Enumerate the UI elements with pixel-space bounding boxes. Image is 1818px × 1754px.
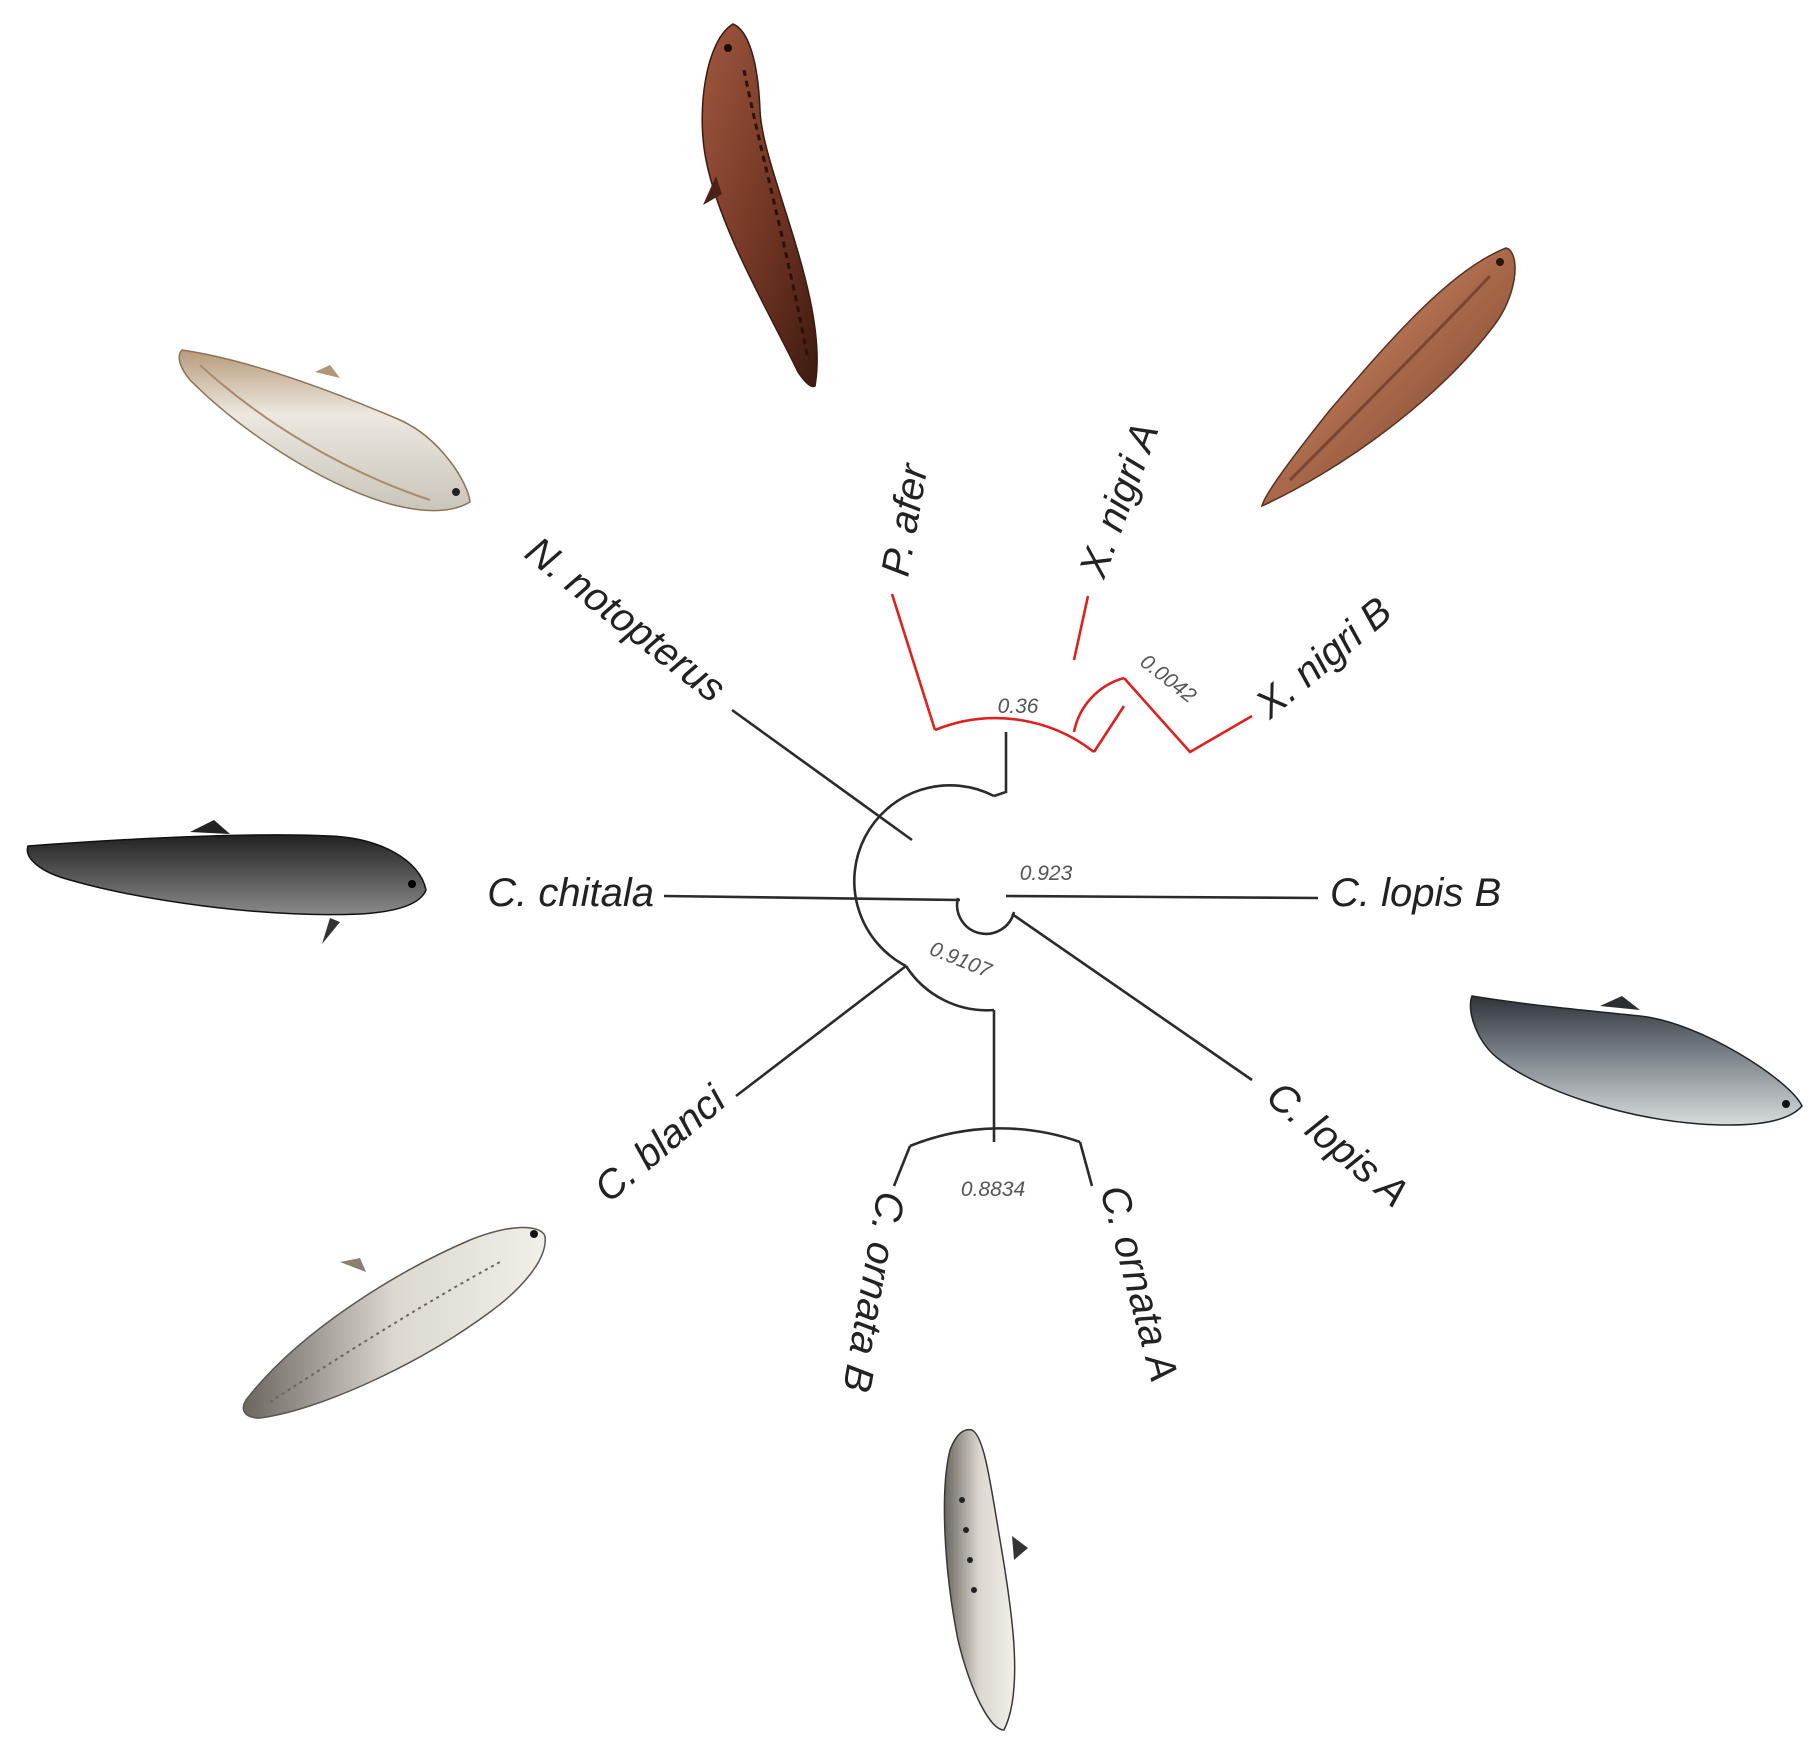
taxon-label-x-nigri-a: X. nigri A xyxy=(1071,417,1168,584)
branch-c-chitala xyxy=(663,894,961,902)
taxon-label-c-blanci: C. blanci xyxy=(586,1076,734,1210)
branch-n-notopterus xyxy=(731,708,913,842)
support-label-chitala-clade: 0.923 xyxy=(1020,862,1073,885)
branch-red-clade-stem xyxy=(993,732,1008,798)
support-label-xenomystus-pair: 0.0042 xyxy=(1136,650,1201,708)
branch-root-arc xyxy=(852,784,995,968)
branch-x-nigri-pair-arc xyxy=(1072,676,1125,733)
taxon-label-p-afer: P. afer xyxy=(874,459,937,579)
tree-branches xyxy=(663,593,1319,1187)
fish-photo-chitala-ornata xyxy=(943,1428,1028,1731)
fish-photo-notopterus-notopterus xyxy=(178,349,471,512)
support-label-xenomystus-papyrocranus: 0.36 xyxy=(998,695,1039,718)
branch-c-lopis-small-arc xyxy=(955,897,1016,936)
fish-photo-chitala-chitala xyxy=(26,820,427,944)
branch-ornata-pair-arc xyxy=(909,1127,1081,1148)
branch-c-lopis-b xyxy=(1005,894,1319,900)
branch-red-clade-arc xyxy=(934,716,1095,754)
branch-p-afer xyxy=(890,593,937,731)
branch-x-nigri-b xyxy=(1123,677,1253,754)
branch-c-lopis-a xyxy=(1011,912,1253,1082)
branch-x-nigri-a xyxy=(1072,595,1090,661)
taxon-label-n-notopterus: N. notopterus xyxy=(517,529,733,712)
taxon-label-x-nigri-b: X. nigri B xyxy=(1247,589,1400,728)
fish-photo-chitala-lopis xyxy=(1469,995,1803,1126)
fish-photo-papyrocranus-afer xyxy=(701,23,818,388)
taxon-labels: P. afer X. nigri A X. nigri B N. notopte… xyxy=(487,417,1501,1395)
taxon-label-c-chitala: C. chitala xyxy=(487,871,654,915)
branch-c-ornata-a xyxy=(1078,1141,1094,1187)
support-label-ornata-pair: 0.8834 xyxy=(961,1178,1025,1201)
fish-photo-xenomystus-nigri xyxy=(1260,247,1516,508)
branch-c-blanci xyxy=(735,964,907,1098)
fish-photo-chitala-blanci xyxy=(242,1226,546,1419)
taxon-label-c-lopis-a: C. lopis A xyxy=(1258,1073,1416,1216)
support-label-ornata-lopis-blanci: 0.9107 xyxy=(926,937,995,983)
taxon-label-c-ornata-b: C. ornata B xyxy=(834,1188,912,1395)
branch-x-nigri-stem xyxy=(1092,705,1126,753)
taxon-label-c-ornata-a: C. ornata A xyxy=(1091,1181,1185,1386)
branch-c-ornata-b xyxy=(892,1145,912,1187)
branch-ornata-blanci-arc xyxy=(904,965,995,1012)
taxon-label-c-lopis-b: C. lopis B xyxy=(1330,871,1501,915)
